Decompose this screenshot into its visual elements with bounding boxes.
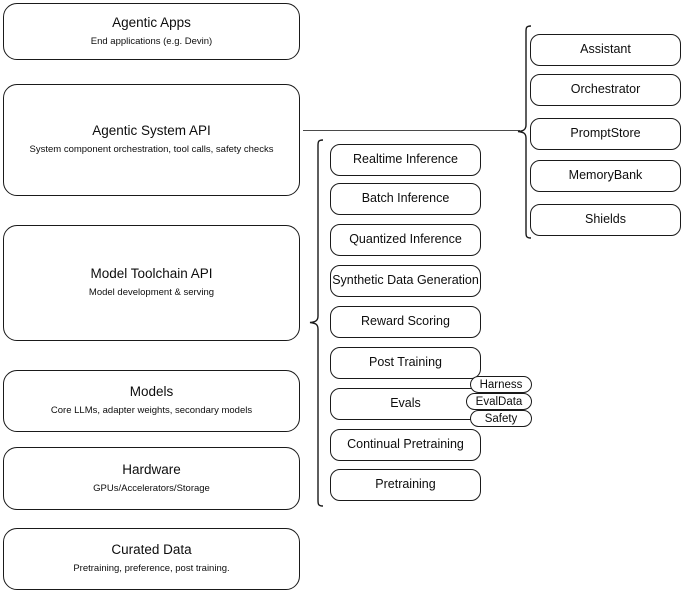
toolchain-label: Batch Inference <box>361 191 450 206</box>
toolchain-label: Continual Pretraining <box>347 437 464 452</box>
toolchain-label: Realtime Inference <box>353 152 458 167</box>
toolchain-label: Quantized Inference <box>349 232 462 247</box>
toolchain-label: Pretraining <box>375 477 436 492</box>
evals-badge-evaldata[interactable]: EvalData <box>466 393 532 410</box>
toolchain-label: Reward Scoring <box>361 314 450 329</box>
layer-subtitle: End applications (e.g. Devin) <box>90 35 213 47</box>
toolchain-label: Evals <box>390 396 421 411</box>
layer-title: Agentic Apps <box>112 14 191 30</box>
system-label: Assistant <box>580 42 631 57</box>
system-box-promptstore[interactable]: PromptStore <box>530 118 681 150</box>
evals-badge-safety[interactable]: Safety <box>470 410 532 427</box>
system-box-memorybank[interactable]: MemoryBank <box>530 160 681 192</box>
toolchain-label: Post Training <box>369 355 442 370</box>
layer-box-hardware[interactable]: Hardware GPUs/Accelerators/Storage <box>3 447 300 510</box>
evals-badge-harness[interactable]: Harness <box>470 376 532 393</box>
layer-subtitle: GPUs/Accelerators/Storage <box>93 482 210 494</box>
system-label: MemoryBank <box>568 168 643 183</box>
layer-box-agentic-apps[interactable]: Agentic Apps End applications (e.g. Devi… <box>3 3 300 60</box>
toolchain-box-realtime-inference[interactable]: Realtime Inference <box>330 144 481 176</box>
toolchain-box-pretraining[interactable]: Pretraining <box>330 469 481 501</box>
system-label: Orchestrator <box>570 82 641 97</box>
system-label: PromptStore <box>570 126 641 141</box>
layer-subtitle: Pretraining, preference, post training. <box>73 563 230 575</box>
toolchain-box-post-training[interactable]: Post Training <box>330 347 481 379</box>
toolchain-box-batch-inference[interactable]: Batch Inference <box>330 183 481 215</box>
layer-subtitle: System component orchestration, tool cal… <box>29 144 274 156</box>
layer-title: Agentic System API <box>92 123 211 139</box>
brace-model-toolchain <box>309 139 324 507</box>
system-box-assistant[interactable]: Assistant <box>530 34 681 66</box>
toolchain-box-quantized-inference[interactable]: Quantized Inference <box>330 224 481 256</box>
layer-title: Hardware <box>122 461 181 477</box>
toolchain-box-synthetic-data-generation[interactable]: Synthetic Data Generation <box>330 265 481 297</box>
layer-box-models[interactable]: Models Core LLMs, adapter weights, secon… <box>3 370 300 432</box>
system-box-orchestrator[interactable]: Orchestrator <box>530 74 681 106</box>
layer-box-agentic-system-api[interactable]: Agentic System API System component orch… <box>3 84 300 196</box>
layer-title: Model Toolchain API <box>90 266 213 282</box>
toolchain-box-continual-pretraining[interactable]: Continual Pretraining <box>330 429 481 461</box>
system-label: Shields <box>585 212 626 227</box>
layer-subtitle: Model development & serving <box>88 287 215 299</box>
system-box-shields[interactable]: Shields <box>530 204 681 236</box>
brace-agentic-system <box>517 25 532 239</box>
connector-line-system-api-to-components <box>303 130 520 132</box>
layer-box-curated-data[interactable]: Curated Data Pretraining, preference, po… <box>3 528 300 590</box>
layer-box-model-toolchain-api[interactable]: Model Toolchain API Model development & … <box>3 225 300 341</box>
toolchain-box-evals[interactable]: Evals <box>330 388 481 420</box>
layer-subtitle: Core LLMs, adapter weights, secondary mo… <box>50 405 253 417</box>
toolchain-label: Synthetic Data Generation <box>332 273 479 288</box>
toolchain-box-reward-scoring[interactable]: Reward Scoring <box>330 306 481 338</box>
layer-title: Curated Data <box>111 542 192 558</box>
layer-title: Models <box>129 384 174 400</box>
